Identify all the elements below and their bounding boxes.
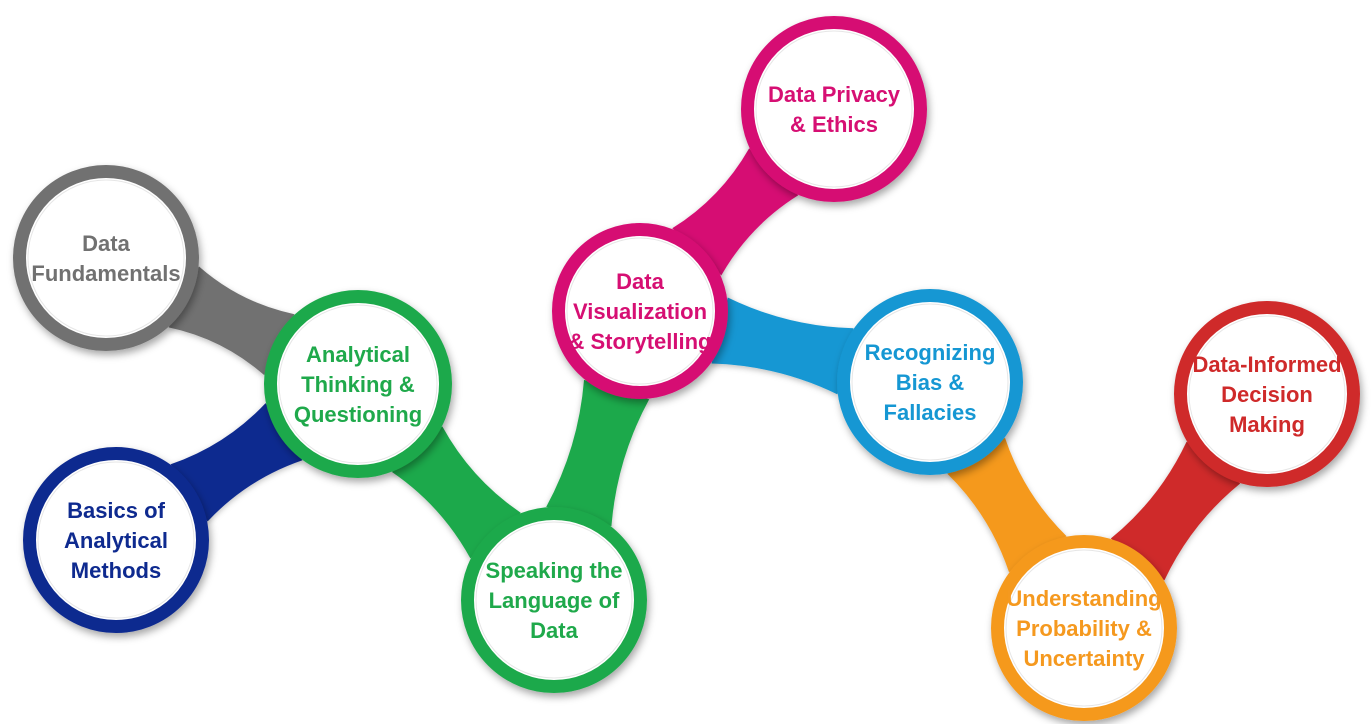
node-inner <box>1005 549 1163 707</box>
connectors <box>168 148 1241 581</box>
connector-speaking-language-to-data-visualization <box>546 379 650 527</box>
connector-data-fundamentals-to-analytical-thinking <box>168 266 295 376</box>
node-label-line: Making <box>1229 412 1305 437</box>
node-label-line: & Storytelling <box>568 329 711 354</box>
connector-data-visualization-to-recognizing-bias <box>711 297 854 395</box>
connector-analytical-thinking-to-basics-analytical-methods <box>170 403 303 522</box>
connector-analytical-thinking-to-speaking-language <box>391 426 521 559</box>
node-label: Data Privacy & Ethics <box>768 82 901 137</box>
node-label-line: Data <box>530 618 578 643</box>
node-inner <box>278 304 438 464</box>
node-inner <box>475 521 633 679</box>
node-label-line: Basics of <box>67 498 165 523</box>
node-label-line: Questioning <box>294 402 422 427</box>
node-label-line: Data-Informed <box>1192 352 1341 377</box>
node-inner <box>37 461 195 619</box>
node-label-line: Thinking & <box>301 372 415 397</box>
node-label-line: Visualization <box>573 299 707 324</box>
node-label-line: Probability & <box>1016 616 1152 641</box>
node-label-line: Bias & <box>896 370 965 395</box>
node-label-line: Analytical <box>306 342 410 367</box>
node-label-line: Recognizing <box>865 340 996 365</box>
node-label-line: Fundamentals <box>31 261 180 286</box>
connector-understanding-probability-to-data-informed-decision <box>1110 441 1241 581</box>
node-data-privacy: Data Privacy & Ethics <box>741 16 927 202</box>
node-label-line: Decision <box>1221 382 1313 407</box>
node-inner <box>27 179 185 337</box>
node-label-line: & Ethics <box>790 112 878 137</box>
node-label-line: Uncertainty <box>1023 646 1145 671</box>
node-label-line: Data <box>82 231 130 256</box>
node-label-line: Speaking the <box>486 558 623 583</box>
node-inner <box>566 237 714 385</box>
node-label-line: Data Privacy <box>768 82 901 107</box>
node-label-line: Understanding <box>1006 586 1161 611</box>
node-label-line: Language of <box>489 588 620 613</box>
connector-recognizing-bias-to-understanding-probability <box>947 437 1067 573</box>
node-label-line: Methods <box>71 558 161 583</box>
node-inner <box>755 30 913 188</box>
node-inner <box>1188 315 1346 473</box>
node-label-line: Analytical <box>64 528 168 553</box>
node-label-line: Data <box>616 269 664 294</box>
node-inner <box>851 303 1009 461</box>
connector-data-visualization-to-data-privacy <box>672 148 799 276</box>
node-label-line: Fallacies <box>884 400 977 425</box>
